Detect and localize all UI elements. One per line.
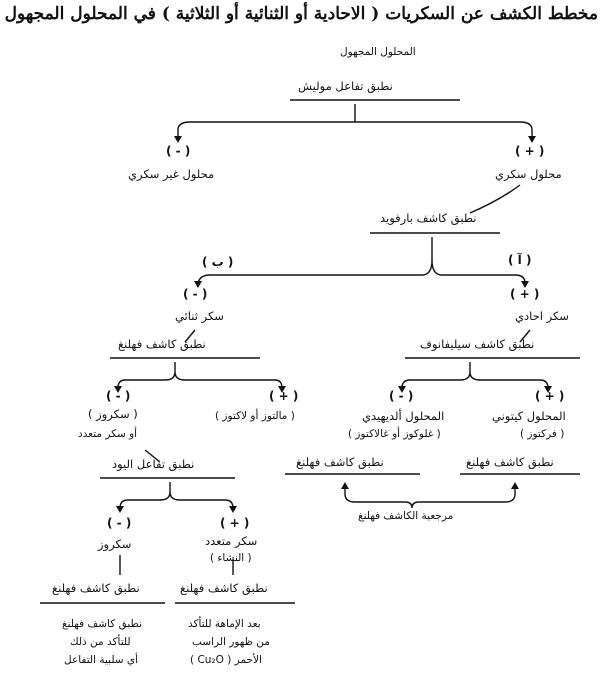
fehling-disaccharide-branch (117, 362, 283, 389)
barfoed-branch-connector (197, 237, 526, 284)
box-right-line-2: من ظهور الراسب (192, 636, 270, 648)
seliwanoff-positive-result: المحلول كيتوني (492, 409, 566, 423)
seliwanoff-left-arrowhead (398, 386, 406, 393)
box-right-line-1: بعد الإماهة للتأكد (188, 618, 261, 630)
page-title: مخطط الكشف عن السكريات ( الاحادية أو الث… (4, 4, 598, 24)
root-label: المحلول المجهول (340, 46, 416, 58)
barfoed-left-arrowhead (194, 281, 202, 288)
fehling-disaccharide-negative-sign: ( - ) (106, 389, 131, 403)
fehling-confirm-left-arrowhead (341, 482, 349, 489)
fehling-disaccharide-right-arrowhead (278, 386, 286, 393)
molisch-positive-result: محلول سكري (495, 167, 562, 181)
iodine-left-arrowhead (116, 506, 124, 513)
molisch-test: نطبق تفاعل موليش (298, 79, 393, 93)
molisch-negative-sign: ( - ) (166, 144, 191, 158)
box-right-heading: نطبق كاشف فهلنغ (180, 581, 268, 595)
fehling-left-test: نطبق كاشف فهلنغ (296, 455, 384, 469)
molisch-positive-sign: ( + ) (515, 144, 545, 158)
fehling-confirm-right-arrowhead (511, 482, 519, 489)
box-left-heading: نطبق كاشف فهلنغ (52, 581, 140, 595)
fehling-disaccharide-negative-result: ( سكروز ) (88, 407, 138, 421)
fehling-disaccharide-positive-result: ( مالتوز أو لاكتوز ) (215, 410, 295, 422)
seliwanoff-right-arrowhead (544, 386, 552, 393)
iodine-test: نطبق تفاعل اليود (112, 457, 195, 471)
molisch-left-arrowhead (174, 136, 182, 143)
barfoed-branch-b: ( ب ) (202, 255, 234, 269)
molisch-right-arrowhead (528, 136, 536, 143)
barfoed-branch-a: ( آ ) (508, 253, 532, 267)
seliwanoff-branch (401, 362, 549, 389)
iodine-right-arrowhead (229, 506, 237, 513)
positive-to-barfoed-connector (469, 184, 521, 214)
seliwanoff-negative-note: ( غلوكوز أو غالاكتوز ) (348, 428, 441, 440)
iodine-positive-result: سكر متعدد (205, 534, 258, 548)
seliwanoff-positive-sign: ( + ) (535, 389, 565, 403)
fehling-disaccharide-negative-note: أو سكر متعدد (78, 428, 138, 440)
fehling-confirm-label: مرجعية الكاشف فهلنغ (358, 510, 454, 522)
molisch-negative-result: محلول غير سكري (128, 167, 215, 181)
box-left-line-1: نطبق كاشف فهلنغ (62, 618, 143, 630)
barfoed-negative-result: سكر ثنائي (175, 309, 224, 323)
barfoed-positive-result: سكر احادي (515, 309, 569, 323)
iodine-positive-note: ( النشاء ) (210, 552, 252, 564)
fehling-disaccharide-left-arrowhead (114, 386, 122, 393)
seliwanoff-positive-note: ( فركتوز ) (520, 428, 565, 440)
barfoed-positive-sign: ( + ) (510, 287, 540, 301)
box-left-line-2: للتأكد من ذلك (70, 636, 131, 648)
seliwanoff-negative-sign: ( - ) (389, 389, 414, 403)
fehling-disaccharide-test: نطبق كاشف فهلنغ (118, 337, 206, 351)
box-right-line-3: الأحمر ( Cu₂O ) (190, 654, 262, 666)
seliwanoff-negative-result: المحلول ألديهيدي (362, 409, 445, 423)
molisch-branch-connector (177, 104, 533, 138)
iodine-negative-sign: ( - ) (107, 516, 132, 530)
iodine-branch (119, 482, 234, 509)
barfoed-right-arrowhead (521, 281, 529, 288)
iodine-negative-result: سكروز (98, 537, 132, 551)
barfoed-negative-sign: ( - ) (183, 287, 208, 301)
seliwanoff-test: نطبق كاشف سيليفانوف (420, 337, 535, 351)
fehling-disaccharide-positive-sign: ( + ) (269, 389, 299, 403)
iodine-positive-sign: ( + ) (220, 516, 250, 530)
barfoed-test: نطبق كاشف بارفويد (380, 211, 477, 225)
monosaccharide-to-seliwanoff-connector (519, 329, 531, 343)
sucrose-to-iodine-connector (144, 449, 161, 463)
disaccharide-to-fehling-connector (184, 329, 196, 343)
box-left-line-3: أي سلبية التفاعل (64, 654, 139, 666)
fehling-confirm-bracket (344, 486, 516, 509)
fehling-right-test: نطبق كاشف فهلنغ (466, 455, 554, 469)
